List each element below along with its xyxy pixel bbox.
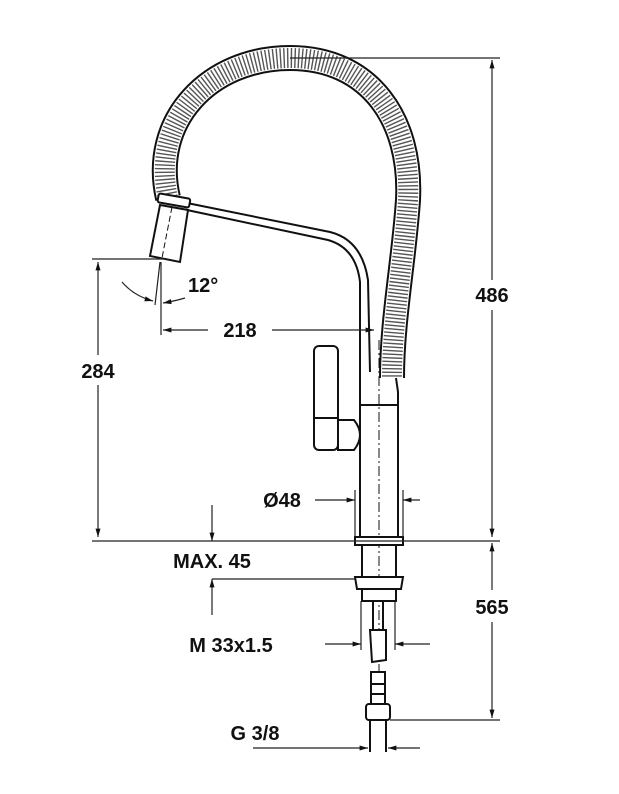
label-spout-angle: 12° xyxy=(188,275,218,297)
dimension-hose-length xyxy=(390,543,500,721)
spray-head xyxy=(148,192,192,264)
dimension-body-diameter xyxy=(315,490,420,537)
label-counter-thickness: MAX. 45 xyxy=(173,551,251,573)
mixer-handle xyxy=(313,345,361,451)
mounting-assembly xyxy=(353,536,405,752)
label-body-diameter: Ø48 xyxy=(263,490,301,512)
label-total-height: 486 xyxy=(475,285,508,307)
label-spout-height: 284 xyxy=(81,361,115,383)
dimension-thread xyxy=(325,601,430,650)
dimension-spout-angle xyxy=(121,261,186,335)
spout-arm xyxy=(186,202,371,373)
label-spout-reach: 218 xyxy=(223,320,256,342)
label-thread: M 33x1.5 xyxy=(189,635,272,657)
flexible-hose xyxy=(151,44,422,379)
dimension-total-height xyxy=(290,57,500,537)
dimension-spout-height xyxy=(92,258,165,537)
dimension-counter-thickness xyxy=(92,505,500,615)
faucet-body xyxy=(359,340,399,720)
label-connection: G 3/8 xyxy=(231,723,280,745)
label-hose-length: 565 xyxy=(475,597,508,619)
